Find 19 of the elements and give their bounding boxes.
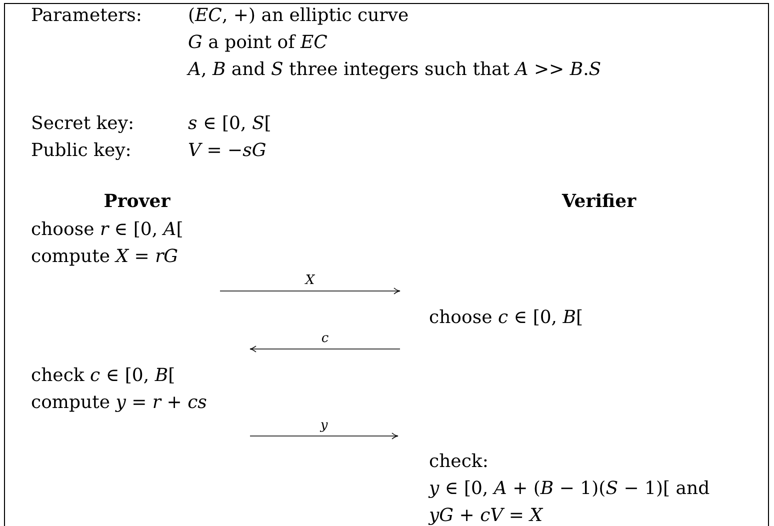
step-text: choose c ∈ [0, B[ (428, 306, 584, 330)
step-text: compute X = rG (30, 245, 180, 269)
field-label: Parameters: (31, 4, 142, 28)
step-text: choose r ∈ [0, A[ (30, 218, 184, 242)
field-label: Public key: (31, 139, 132, 163)
field-label: Secret key: (31, 112, 134, 136)
parameter-text: G a point of EC (188, 31, 328, 55)
step-text: y ∈ [0, A + (B − 1)(S − 1)[ and (427, 477, 711, 501)
key-value: s ∈ [0, S[ (188, 112, 272, 136)
step-text: check: (428, 450, 490, 474)
column-heading: Prover (104, 190, 170, 214)
step-text: compute y = r + cs (30, 391, 208, 415)
parameter-text: A, B and S three integers such that A >> B.S (188, 58, 602, 82)
column-heading: Verifier (562, 190, 636, 214)
step-text: check c ∈ [0, B[ (30, 364, 176, 388)
step-text: yG + cV = X (427, 504, 544, 526)
edge-label: y (318, 419, 330, 433)
parameter-text: (EC, +) an elliptic curve (188, 4, 409, 28)
key-value: V = −sG (188, 139, 266, 163)
